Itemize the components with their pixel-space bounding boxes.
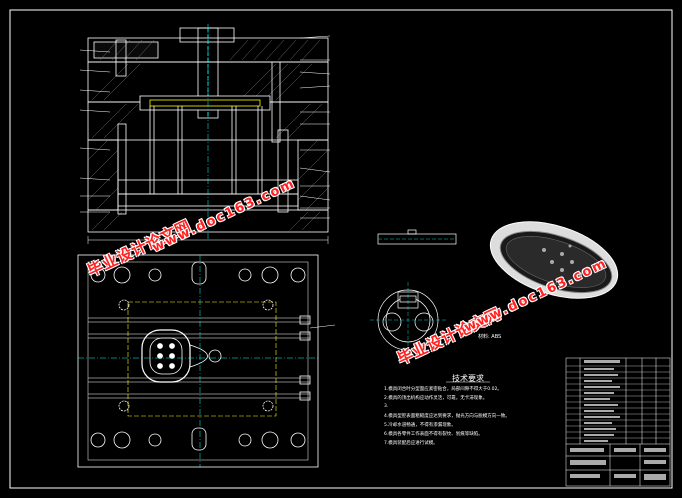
part-top-view	[370, 282, 446, 358]
tech-line: 2.模具的顶出机构应动作灵活，可靠，无卡滞现象。	[384, 396, 488, 401]
part-3d-view	[489, 221, 619, 299]
tech-line: 5.冷却水道畅通，不得有渗漏现象。	[384, 423, 456, 428]
material-notes: 材料: ABS	[478, 333, 501, 340]
part-side-view	[377, 229, 457, 245]
tech-line: 6.模具各零件工作表面不得有裂纹、划痕等缺陷。	[384, 432, 483, 437]
tech-requirements-list: 1.模具闭合时分型面应紧密贴合，局部间隙不得大于0.02。 2.模具的顶出机构应…	[384, 386, 554, 449]
tech-line: 7.模具装配后应进行试模。	[384, 441, 438, 446]
material-value: ABS	[491, 334, 502, 340]
tech-line: 1.模具闭合时分型面应紧密贴合，局部间隙不得大于0.02。	[384, 387, 502, 392]
material-row: 材料: ABS	[478, 333, 501, 340]
drawing-border	[9, 9, 673, 489]
title-block	[565, 357, 671, 487]
tech-line: 4.模具型腔表面粗糙度应达到要求，抛光方向与脱模方向一致。	[384, 414, 510, 419]
mold-section-view	[79, 24, 331, 244]
tech-requirements-title: 技术要求	[452, 374, 484, 383]
material-label: 材料:	[478, 334, 490, 340]
mold-plan-view	[77, 254, 336, 468]
tech-line: 3.	[384, 404, 389, 409]
